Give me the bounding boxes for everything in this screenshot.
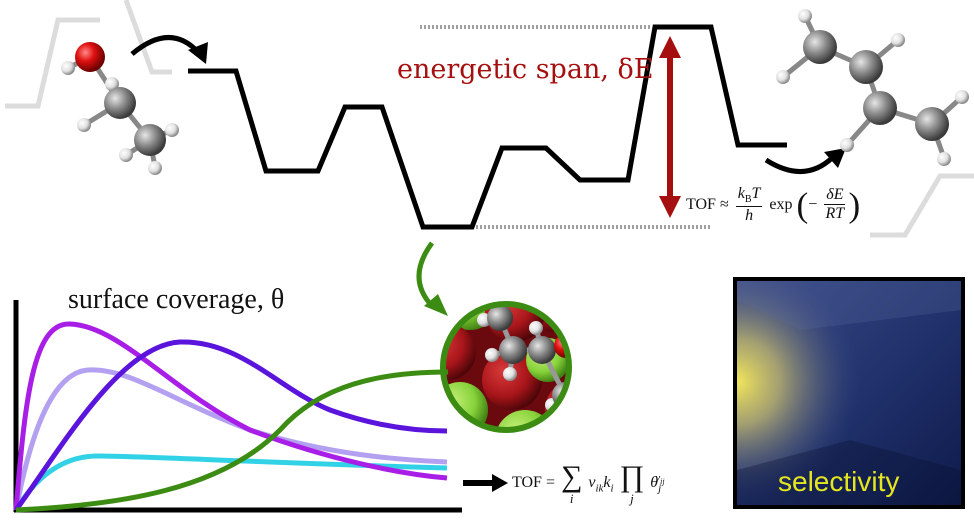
product-arrow	[764, 156, 834, 174]
tof-lhs: TOF	[686, 195, 716, 213]
product-arrowhead	[824, 148, 846, 168]
surface-arrow	[416, 241, 435, 308]
reactant-arrow	[130, 35, 200, 56]
coverage-tof-arrowhead	[492, 474, 508, 492]
curve-indigo	[13, 339, 448, 512]
de-over-rt-fraction: δE RT	[824, 186, 846, 223]
product-symbol: ∏ j	[619, 460, 645, 506]
minus-sign: −	[808, 195, 818, 213]
background-profile-left	[5, 0, 172, 109]
sum-symbol: ∑ i	[560, 460, 583, 506]
span-arrowhead-bottom	[659, 196, 681, 218]
butadiene-molecule	[776, 9, 969, 166]
surface-inset	[440, 301, 572, 433]
curve-green	[15, 369, 449, 513]
equals-sign: =	[545, 474, 555, 492]
reactant-arrowhead	[188, 42, 208, 64]
span-arrowhead-top	[659, 36, 681, 58]
tof-coverage-lhs: TOF	[512, 474, 542, 492]
tof-coverage-equation: TOF = ∑ i νikki ∏ j θjνij	[512, 460, 665, 506]
selectivity-label: selectivity	[778, 466, 900, 497]
kbt-over-h-fraction: kBT h	[735, 185, 763, 224]
tof-span-equation: TOF ≈ kBT h exp (− δE RT )	[686, 185, 861, 225]
curve-lavender	[13, 367, 448, 511]
approx-sign: ≈	[719, 195, 729, 213]
background-profile-right	[870, 173, 974, 238]
selectivity-panel	[733, 277, 965, 509]
energetic-span-label: energetic span, δE	[397, 54, 654, 85]
surface-coverage-label: surface coverage, θ	[68, 284, 285, 315]
ethanol-molecule	[61, 42, 179, 175]
exp-function: exp	[769, 195, 793, 213]
surface-arrowhead	[424, 294, 448, 316]
energy-profile	[188, 24, 787, 230]
curve-cyan	[13, 453, 448, 512]
